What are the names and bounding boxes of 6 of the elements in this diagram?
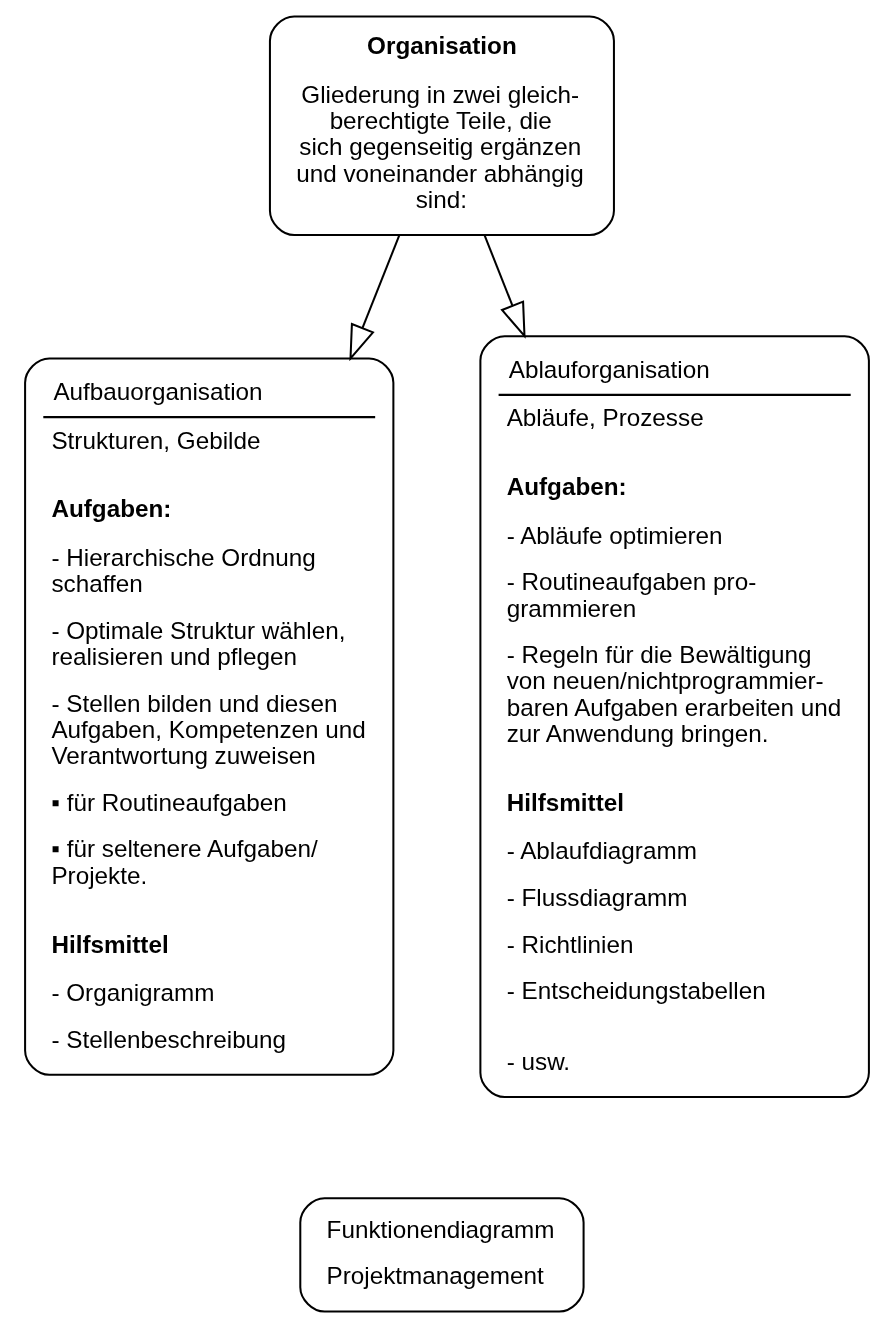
node-box: Funktionendiagramm Projektmanagement (299, 1197, 585, 1313)
node-box: Aufbauorganisation Strukturen, Gebilde Aufgaben: - Hierarchische Ordnung schaffen - Optimale Struktur wählen, realisieren und pflegen - Stellen bilden und diesen Aufgaben, Kompetenzen und Verantwortung zuweisen ▪ für Routineaufgaben ▪ für seltenere Aufgaben/ Projekte. Hilfsmittel - Organigramm - Stellenbeschreibung (24, 357, 395, 1076)
arrow (483, 235, 526, 339)
node-box: Ablauforganisation Abläufe, Prozesse Aufgaben: - Abläufe optimieren - Routineaufgaben pro- grammieren - Regeln für die Bewältigung von neuen/nichtprogrammier- baren Aufgaben erarbeiten und zur Anwendung bringen. Hilfsmittel - Ablaufdiagramm - Flussdiagramm - Richtlinien - Entscheidungstabellen - usw. (479, 335, 870, 1099)
node-box: Organisation Gliederung in zwei gleich- berechtigte Teile, die sich gegenseitig ergänzen und voneinander abhängig sind: (268, 15, 615, 236)
arrow (349, 235, 401, 362)
